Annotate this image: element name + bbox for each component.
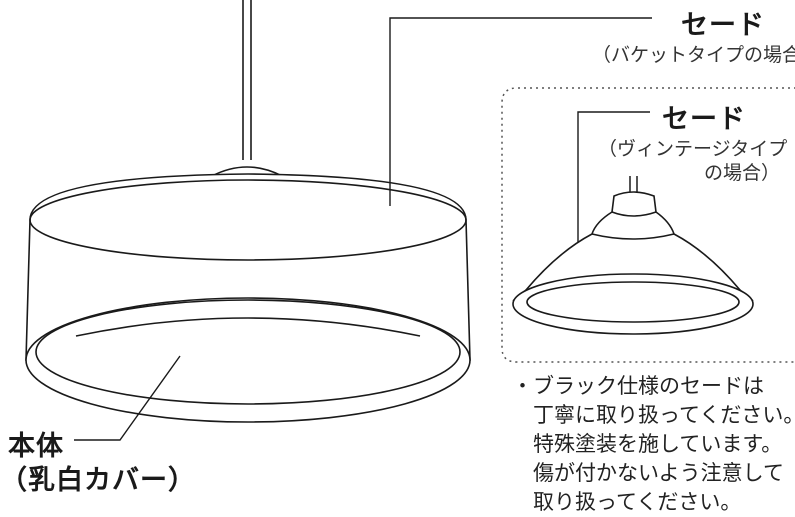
vintage-shade-subtitle-1: （ヴィンテージタイプ	[598, 138, 788, 160]
bucket-lamp-cord	[242, 0, 252, 160]
lamp-illustration	[25, 0, 795, 441]
caution-note-line-1: ・ブラック仕様のセードは	[512, 374, 764, 398]
bucket-shade-subtitle: （バケットタイプの場合）	[592, 44, 795, 66]
caution-note-line-4: 傷が付かないよう注意して	[533, 461, 784, 485]
body-title: 本体	[8, 431, 64, 462]
vintage-shade	[512, 191, 754, 335]
vintage-shade-subtitle-2: の場合）	[704, 162, 781, 184]
caution-note: ・ブラック仕様のセードは 丁寧に取り扱ってください。 特殊塗装を施しています。 …	[512, 372, 795, 517]
leader-lines	[74, 17, 652, 441]
vintage-shade-title: セード	[662, 104, 746, 135]
note-bullet: ・	[512, 374, 533, 398]
inset-frame	[501, 87, 795, 363]
caution-note-line-2: 丁寧に取り扱ってください。	[533, 403, 795, 427]
vintage-lamp-cord	[629, 176, 638, 194]
body-subtitle: （乳白カバー）	[0, 465, 196, 496]
milk-white-cover	[25, 297, 471, 423]
caution-note-line-3: 特殊塗装を施しています。	[533, 432, 783, 456]
caution-note-line-5: 取り扱ってください。	[533, 490, 742, 514]
bucket-shade-title: セード	[681, 10, 765, 41]
